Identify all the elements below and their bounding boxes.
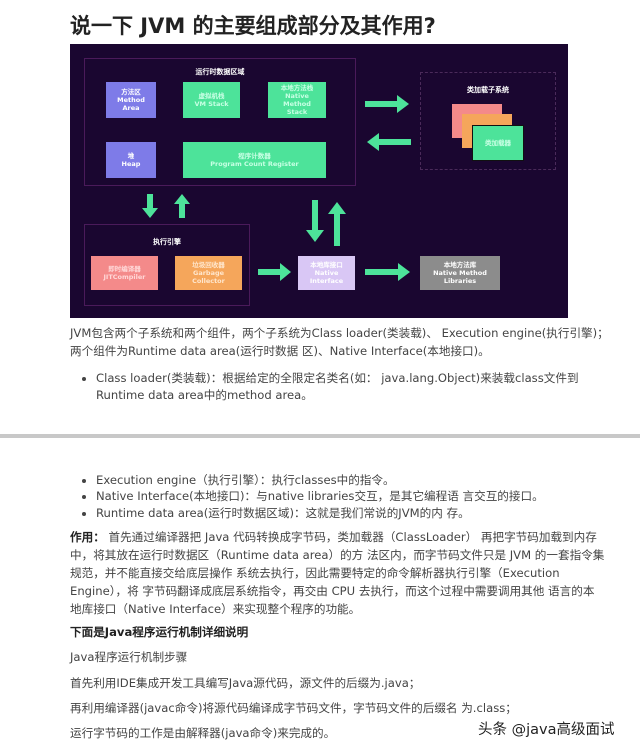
label: Garbage xyxy=(192,268,225,277)
step-line: Java程序运行机制步骤 xyxy=(70,650,188,664)
list-item: Runtime data area(运行时数据区域)：这就是我们常说的JVM的内… xyxy=(82,506,470,520)
label: Method xyxy=(117,95,145,104)
label: 类加载器 xyxy=(485,138,511,147)
label: 本地方法栈 xyxy=(280,83,314,92)
class-loader-box: 类加载器 xyxy=(472,125,524,161)
role-paragraph: 作用： 首先通过编译器把 Java 代码转换成字节码，类加载器（ClassLoa… xyxy=(70,528,597,546)
bullet-text: Runtime data area中的method area。 xyxy=(96,387,313,402)
label: 虚拟机栈 xyxy=(198,91,225,100)
role-line: 规范，并不能直接交给底层操作 系统去执行，因此需要特定的命令解析器执行引擎（Ex… xyxy=(70,566,560,580)
label: Native Method xyxy=(433,268,487,277)
arrow-right-icon xyxy=(365,263,410,281)
label: 方法区 xyxy=(121,87,141,96)
label: 程序计数器 xyxy=(238,151,271,160)
class-loader-subsystem-label: 类加载子系统 xyxy=(467,86,509,94)
label: 堆 xyxy=(127,151,135,160)
exec-engine-label: 执行引擎 xyxy=(153,238,181,246)
runtime-data-area-region: 运行时数据区域 xyxy=(84,58,356,186)
runtime-area-label: 运行时数据区域 xyxy=(195,68,245,76)
label: 本地方法库 xyxy=(443,260,477,269)
intro-line: JVM包含两个子系统和两个组件，两个子系统为Class loader(类装载)、… xyxy=(70,326,609,340)
execution-engine-region: 执行引擎 xyxy=(84,224,250,306)
arrow-left-icon xyxy=(367,133,411,151)
label: Area xyxy=(122,104,140,113)
section-divider xyxy=(0,434,640,438)
role-label: 作用： xyxy=(70,530,105,544)
label: VM Stack xyxy=(194,100,229,108)
arrow-down-icon xyxy=(142,194,158,218)
label: Stack xyxy=(286,108,308,117)
step-line: 再利用编译器(javac命令)将源代码编译成字节码文件，字节码文件的后缀名 为.… xyxy=(70,701,517,715)
role-line: 中，将其放在运行时数据区（Runtime data area）的方 法区内，而字… xyxy=(70,548,605,562)
intro-line: 两个组件为Runtime data area(运行时数据 区)、Native I… xyxy=(70,344,490,358)
label: Program Count Register xyxy=(210,160,299,168)
label: JITCompiler xyxy=(103,273,146,281)
section-heading: 下面是Java程序运行机制详细说明 xyxy=(70,625,249,639)
arrow-up-icon xyxy=(174,194,190,218)
label: Interface xyxy=(309,277,344,286)
flow-arrows xyxy=(142,95,411,281)
step-line: 首先利用IDE集成开发工具编写Java源代码，源文件的后缀为.java； xyxy=(70,676,421,690)
watermark: 头条 @java高级面试 xyxy=(478,722,615,738)
label: 即时编译器 xyxy=(108,264,141,273)
label: Libraries xyxy=(443,277,477,286)
bullet-text: Class loader(类装载)：根据给定的全限定名类名(如： java.la… xyxy=(96,371,579,385)
class-loader-subsystem-region: 类加载子系统 xyxy=(420,72,556,170)
list-item-class-loader: Class loader(类装载)：根据给定的全限定名类名(如： java.la… xyxy=(82,370,579,403)
arrow-down-icon xyxy=(306,200,324,242)
arrow-right-icon xyxy=(258,263,291,281)
label: 垃圾回收器 xyxy=(192,260,225,269)
role-line: 地库接口（Native Interface）来实现整个程序的功能。 xyxy=(70,602,361,616)
line: 首先通过编译器把 Java 代码转换成字节码，类加载器（ClassLoader）… xyxy=(104,530,597,544)
list-item: Native Interface(本地接口)：与native libraries… xyxy=(82,489,544,503)
arrow-up-icon xyxy=(328,202,346,246)
label: Heap xyxy=(121,160,141,168)
list-item: Execution engine（执行引擎）：执行classes中的指令。 xyxy=(82,473,395,487)
label: Native xyxy=(285,91,309,100)
label: Method xyxy=(283,100,311,108)
arrow-right-icon xyxy=(365,95,409,113)
page-title: 说一下 JVM 的主要组成部分及其作用? xyxy=(70,14,436,38)
label: Collector xyxy=(192,277,225,286)
label: Native xyxy=(314,268,339,277)
step-line: 运行字节码的工作是由解释器(java命令)来完成的。 xyxy=(70,726,336,740)
role-line: Engine），将 字节码翻译成底层系统指令，再交由 CPU 去执行，而这个过程… xyxy=(70,584,595,598)
label: 本地库接口 xyxy=(310,260,343,269)
